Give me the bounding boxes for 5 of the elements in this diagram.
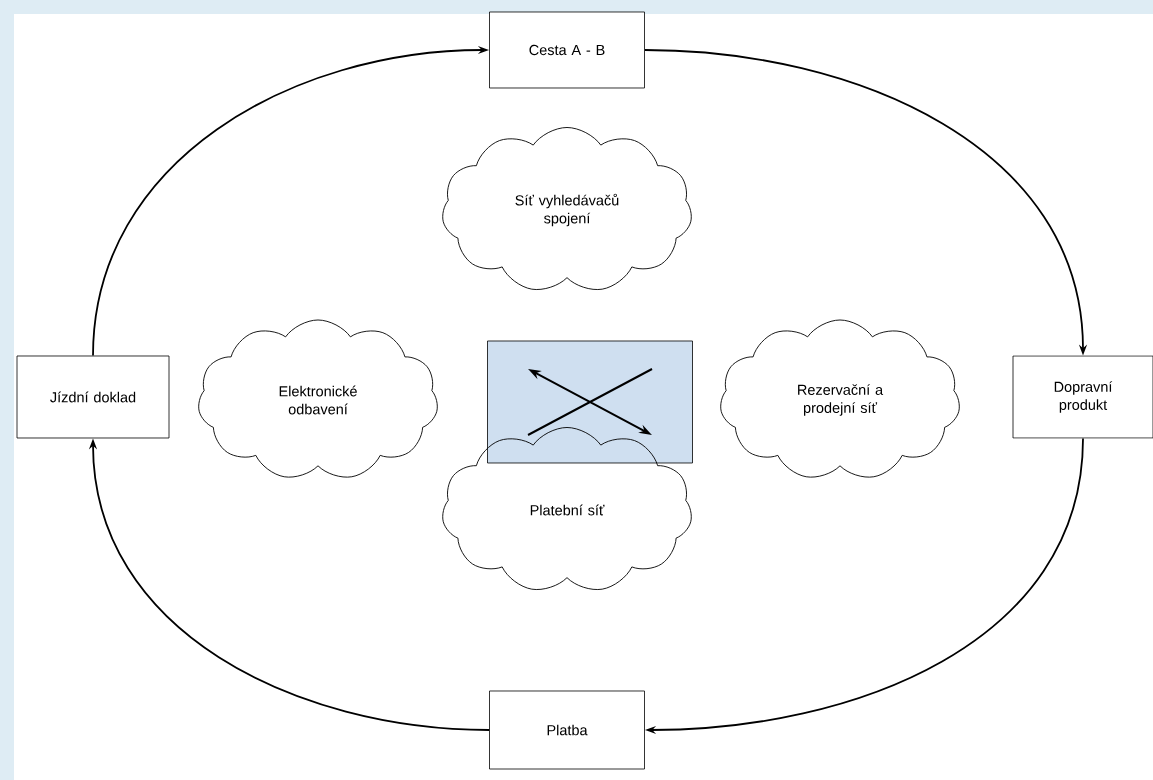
process-box: Cesta A - B (489, 11, 645, 89)
process-box: Platba (489, 690, 645, 770)
process-box: Dopravní produkt (1012, 355, 1153, 439)
panel (487, 340, 693, 464)
process-box: Jízdní doklad (16, 355, 170, 439)
